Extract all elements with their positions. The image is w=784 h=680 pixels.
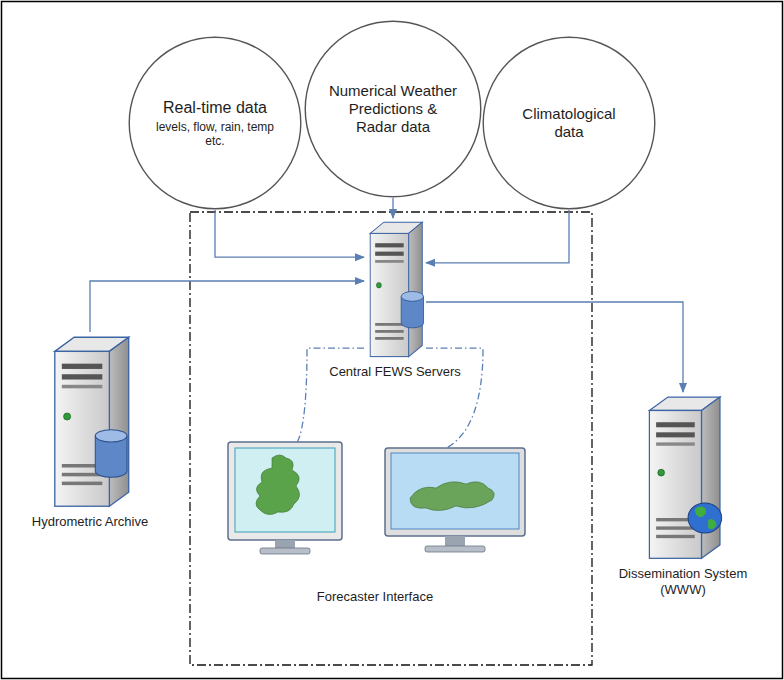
circle-text-wrap: Numerical Weather Predictions & Radar da… [304, 20, 482, 198]
connector [392, 198, 393, 218]
node-label: Central FEWS Servers [315, 364, 475, 380]
data-source-circle: Numerical Weather Predictions & Radar da… [304, 20, 482, 198]
connector [426, 302, 683, 392]
server-node: Central FEWS Servers [315, 218, 475, 380]
server-icon [46, 332, 134, 508]
connector [426, 348, 483, 448]
connector [426, 210, 569, 263]
connector [298, 348, 365, 442]
circle-heading: Numerical Weather Predictions & Radar da… [327, 82, 459, 136]
node-label: Forecaster Interface [220, 589, 530, 605]
interface-node: Forecaster Interface [220, 438, 530, 605]
connector [215, 210, 364, 257]
node-label: Hydrometric Archive [20, 514, 160, 530]
circle-body: levels, flow, rain, temp etc. [154, 120, 276, 149]
server-icon [641, 392, 725, 560]
circle-text-wrap: Climatological data [482, 36, 656, 210]
server-node: Dissemination System (WWW) [608, 392, 758, 597]
data-source-circle: Real-time data levels, flow, rain, temp e… [128, 36, 302, 210]
circle-heading: Climatological data [513, 105, 625, 141]
server-node: Hydrometric Archive [20, 332, 160, 530]
circle-text-wrap: Real-time data levels, flow, rain, temp e… [128, 36, 302, 210]
system-boundary [190, 212, 592, 665]
connector [90, 281, 364, 332]
data-source-circle: Climatological data [482, 36, 656, 210]
node-label: Dissemination System (WWW) [608, 566, 758, 597]
server-icon [364, 218, 426, 358]
monitor-icons [220, 438, 530, 563]
circle-heading: Real-time data [154, 98, 276, 117]
